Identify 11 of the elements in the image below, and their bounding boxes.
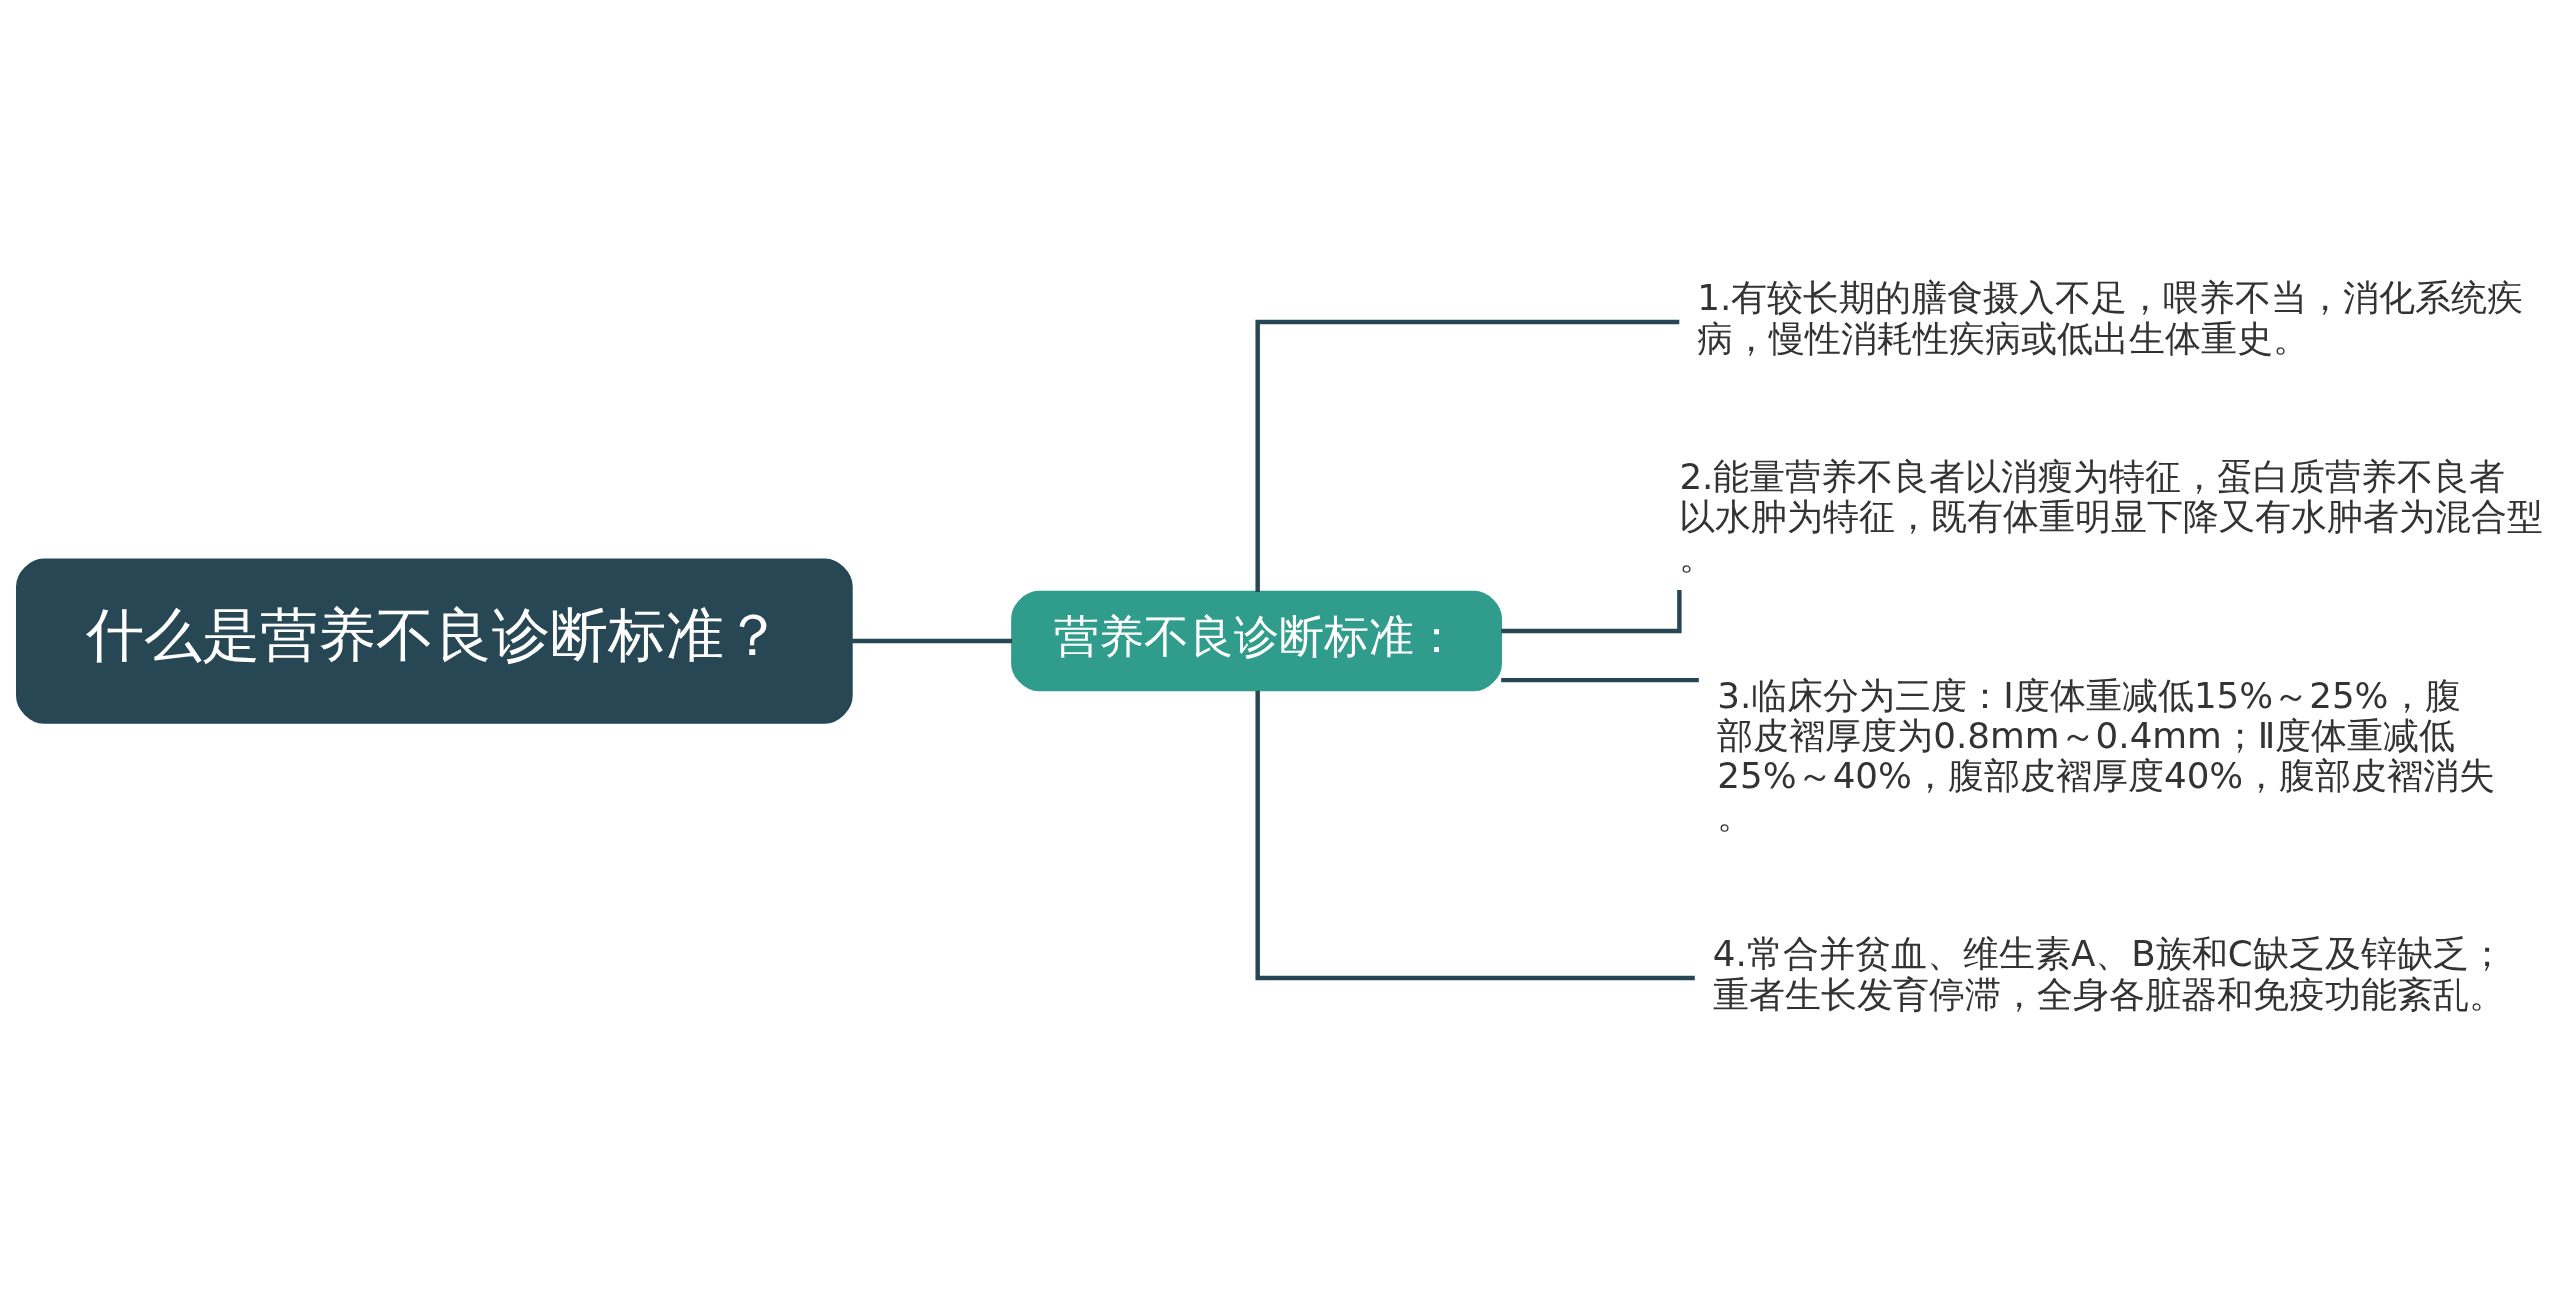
connector <box>1501 677 1699 682</box>
node-text: 1.有较长期的膳食摄入不足，喂养不当，消化系统疾病，慢性消耗性疾病或低出生体重史。 <box>1697 276 2524 359</box>
connector <box>1255 319 1680 592</box>
node-text: 3.临床分为三度：Ⅰ度体重减低15%～25%，腹部皮褶厚度为0.8mm～0.4mm；Ⅱ度体重减低25%～40%，腹部皮褶厚度40%，腹部皮褶消失。 <box>1717 674 2496 836</box>
node-box: 营养不良诊断标准： <box>1011 590 1502 691</box>
connector <box>852 638 1013 643</box>
node-box: 什么是营养不良诊断标准？ <box>16 558 853 724</box>
connector <box>1501 589 1682 633</box>
node-text: 2.能量营养不良者以消瘦为特征，蛋白质营养不良者以水肿为特征，既有体重明显下降又有水肿者为混合型。 <box>1679 455 2544 577</box>
node-text: 4.常合并贫血、维生素A、B族和C缺乏及锌缺乏；重者生长发育停滞，全身各脏器和免疫功能紊乱。 <box>1712 932 2505 1015</box>
connector <box>1255 690 1695 980</box>
